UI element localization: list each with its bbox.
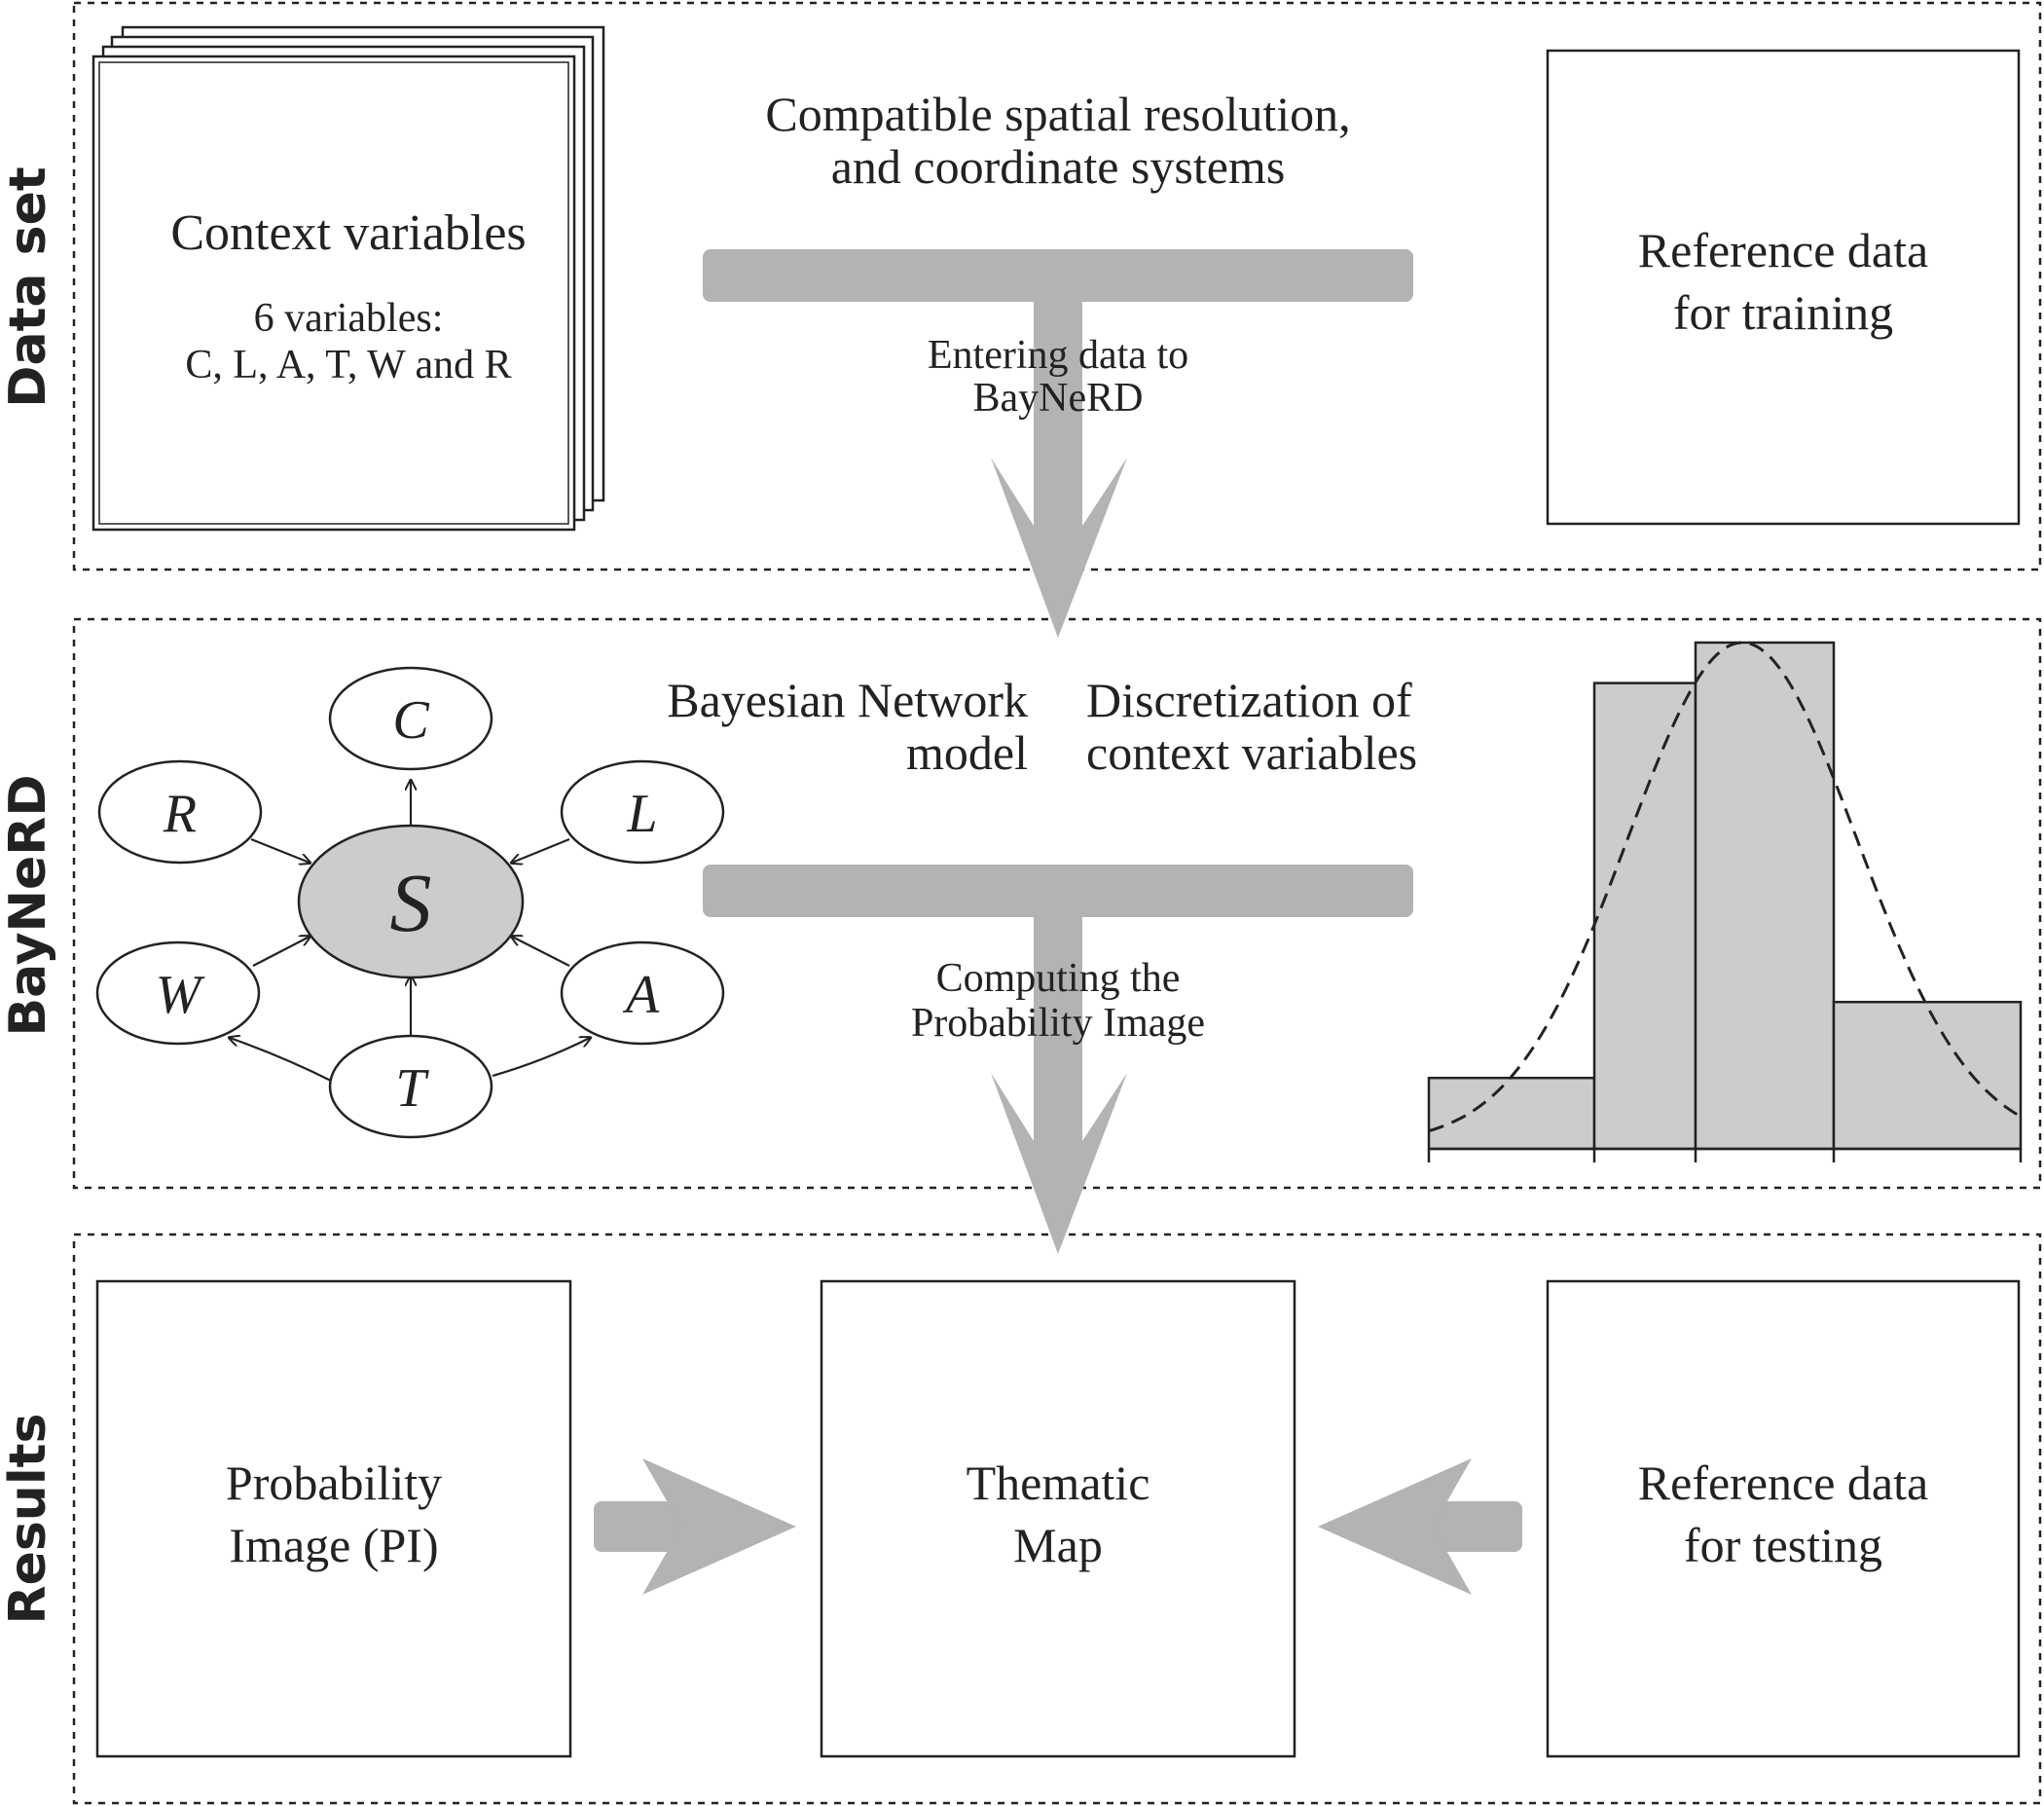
reference-training-line2: for training: [1673, 285, 1893, 340]
section-label-baynerd: BayNeRD: [0, 774, 57, 1036]
node-s-ellipse: [297, 824, 525, 979]
node-a-label: A: [622, 965, 660, 1025]
node-l-ellipse: [560, 759, 725, 865]
context-variables-list: C, L, A, T, W and R: [185, 343, 511, 387]
computing-probability-arrow: [703, 865, 1413, 1254]
probability-image-box: [95, 1279, 572, 1758]
node-s-label: S: [390, 856, 432, 949]
discretization-label-line2: context variables: [1086, 725, 1417, 780]
reference-training-line1: Reference data: [1638, 223, 1928, 277]
bayesian-network-label-line2: model: [906, 725, 1028, 780]
node-w-label: W: [156, 965, 205, 1025]
context-variables-stack: [91, 25, 605, 532]
bayesian-network-label-line1: Bayesian Network: [667, 673, 1028, 727]
context-variables-title: Context variables: [170, 205, 526, 261]
thematic-map-line1: Thematic: [967, 1456, 1150, 1510]
node-l-label: L: [626, 784, 657, 844]
section-label-results: Results: [0, 1414, 57, 1625]
node-t-label: T: [395, 1058, 429, 1119]
entering-data-arrow: [703, 249, 1413, 638]
computing-label-line1: Computing the: [936, 956, 1181, 1001]
histogram-bar-1: [1427, 1076, 1596, 1151]
node-a-ellipse: [560, 940, 725, 1046]
node-r-label: R: [163, 784, 197, 844]
probability-image-line1: Probability: [226, 1456, 442, 1510]
node-w-ellipse: [95, 940, 261, 1046]
computing-label-line2: Probability Image: [911, 1001, 1205, 1046]
histogram-bar-3: [1694, 641, 1836, 1151]
entering-data-label-line2: BayNeRD: [973, 376, 1144, 421]
node-c-label: C: [392, 690, 429, 751]
histogram-bar-4: [1832, 1000, 2023, 1151]
node-c-ellipse: [328, 666, 493, 771]
discretization-label-line1: Discretization of: [1086, 673, 1412, 727]
context-variables-count: 6 variables:: [254, 296, 444, 341]
pi-to-map-arrow: [594, 1458, 796, 1595]
reference-training-box: [1546, 49, 2021, 526]
reference-testing-line2: for testing: [1684, 1518, 1882, 1572]
thematic-map-box: [820, 1279, 1296, 1758]
reference-testing-line1: Reference data: [1638, 1456, 1928, 1510]
reference-testing-box: [1546, 1279, 2021, 1758]
section-label-dataset: Data set: [0, 166, 57, 407]
node-t-ellipse: [328, 1034, 493, 1139]
thematic-map-line2: Map: [1013, 1518, 1103, 1572]
compatibility-note-line2: and coordinate systems: [831, 139, 1286, 194]
compatibility-note-line1: Compatible spatial resolution,: [765, 87, 1350, 141]
reference-to-map-arrow: [1318, 1458, 1522, 1595]
bayesian-network-edges: [230, 781, 590, 1082]
node-r-ellipse: [97, 759, 263, 865]
probability-image-line2: Image (PI): [229, 1518, 438, 1572]
histogram-density-curve: [1428, 641, 2022, 1133]
histogram-bar-2: [1592, 682, 1697, 1151]
discretization-histogram: [1427, 641, 2023, 1162]
entering-data-label-line1: Entering data to: [928, 333, 1188, 378]
